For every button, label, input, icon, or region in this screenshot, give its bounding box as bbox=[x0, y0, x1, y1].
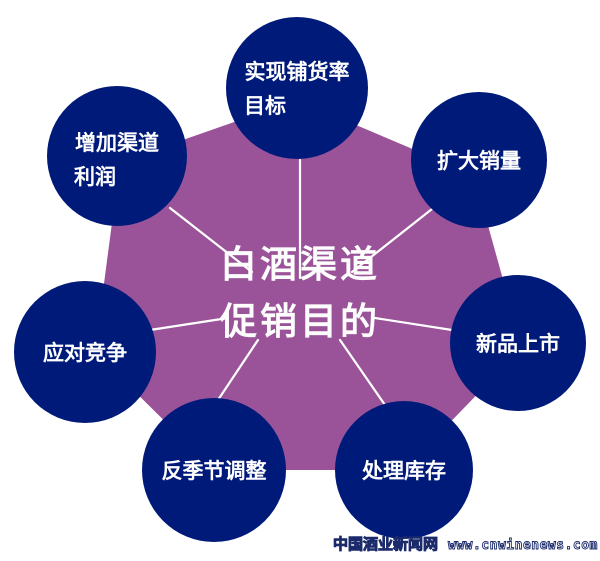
hub-heptagon bbox=[95, 100, 522, 470]
node-top-left[interactable]: 增加渠道 利润 bbox=[47, 86, 187, 226]
node-bottom-left-circle[interactable] bbox=[142, 398, 286, 542]
node-right-circle[interactable] bbox=[450, 275, 586, 411]
node-top-left-label-line-1: 增加渠道 bbox=[75, 131, 159, 155]
node-left[interactable]: 应对竞争 bbox=[14, 281, 156, 423]
watermark-url: www.cnwinenews.com bbox=[448, 538, 598, 553]
node-top-label-line-1: 实现铺货率 bbox=[245, 60, 350, 84]
node-top[interactable]: 实现铺货率 目标 bbox=[226, 17, 368, 159]
spoke-to-bottom-right bbox=[338, 338, 387, 407]
node-bottom-left[interactable]: 反季节调整 bbox=[142, 398, 286, 542]
node-right[interactable]: 新品上市 bbox=[450, 275, 586, 411]
spoke-to-bottom-left bbox=[216, 338, 260, 402]
watermark-site-name: 中国酒业新闻网 bbox=[333, 535, 438, 553]
spoke-to-top-right bbox=[350, 207, 434, 274]
center-label: 白酒渠道 促销目的 bbox=[219, 242, 380, 343]
center-label-line-1: 白酒渠道 bbox=[220, 242, 380, 286]
spoke-to-right bbox=[373, 316, 454, 332]
node-top-right-label: 扩大销量 bbox=[437, 149, 521, 173]
node-top-right[interactable]: 扩大销量 bbox=[411, 92, 547, 228]
node-bottom-left-label: 反季节调整 bbox=[162, 459, 267, 483]
node-right-label: 新品上市 bbox=[476, 332, 560, 356]
node-top-label-line-2: 目标 bbox=[244, 94, 286, 118]
spoke-lines bbox=[148, 158, 454, 407]
center-label-line-2: 促销目的 bbox=[219, 299, 380, 343]
node-top-circle[interactable] bbox=[226, 17, 368, 159]
node-circles-layer: 反季节调整 处理库存 应对竞争 新品上市 增加渠道 利润 扩大销 bbox=[14, 17, 586, 542]
watermark: 中国酒业新闻网 www.cnwinenews.com bbox=[333, 535, 598, 554]
node-bottom-right-label: 处理库存 bbox=[361, 459, 446, 483]
node-bottom-right-circle[interactable] bbox=[335, 401, 473, 539]
spoke-to-left bbox=[148, 316, 230, 332]
node-top-right-circle[interactable] bbox=[411, 92, 547, 228]
node-top-left-circle[interactable] bbox=[47, 86, 187, 226]
node-top-left-label-line-2: 利润 bbox=[74, 165, 116, 189]
node-left-label: 应对竞争 bbox=[43, 341, 127, 365]
spoke-to-top-left bbox=[168, 206, 254, 274]
node-left-circle[interactable] bbox=[14, 281, 156, 423]
node-bottom-right[interactable]: 处理库存 bbox=[335, 401, 473, 539]
